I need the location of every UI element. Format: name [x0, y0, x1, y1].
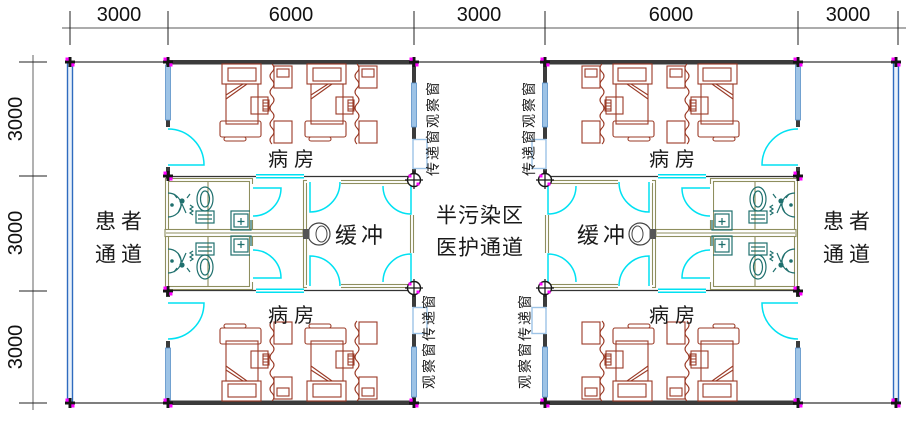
- dim-top-2: 6000: [268, 4, 314, 26]
- semi-contaminated-zone-label-line2: 医护通道: [436, 235, 524, 260]
- wall-annotation-top-right: 传递窗观察窗: [523, 80, 538, 176]
- dim-left-3: 3000: [5, 324, 27, 370]
- wall-annotation-top-left: 传递窗观察窗: [427, 80, 442, 176]
- dim-top-3: 3000: [456, 4, 502, 26]
- buffer-label-right: 缓冲: [576, 223, 630, 248]
- windows: [165, 64, 801, 401]
- horizontal-walls: [72, 60, 894, 405]
- ward-doors: [165, 127, 801, 341]
- ward-label-bottom-right: 病房: [649, 305, 701, 327]
- dim-left-1: 3000: [5, 96, 27, 142]
- dim-top-4: 6000: [648, 4, 694, 26]
- dim-top-5: 3000: [825, 4, 871, 26]
- ward-label-top-left: 病房: [268, 149, 320, 171]
- dim-top-1: 3000: [96, 4, 142, 26]
- ward-label-bottom-left: 病房: [268, 305, 320, 327]
- patient-corridor-label-right-line2: 通道: [823, 242, 875, 267]
- patient-corridor-label-left-line2: 通道: [95, 242, 147, 267]
- wall-annotation-bottom-right: 观察窗传递窗: [519, 293, 534, 389]
- pass-through-windows: [411, 138, 548, 335]
- semi-contaminated-zone-label-line1: 半污染区: [436, 203, 524, 228]
- wall-annotation-bottom-left: 观察窗传递窗: [423, 293, 438, 389]
- patient-corridor-label-right-line1: 患者: [823, 209, 875, 234]
- dimension-lines: [19, 11, 906, 410]
- buffer-label-left: 缓冲: [334, 223, 388, 248]
- bathroom-walls: [164, 177, 799, 291]
- patient-corridor-label-left-line1: 患者: [95, 209, 147, 234]
- dim-left-2: 3000: [5, 210, 27, 256]
- ward-label-top-right: 病房: [649, 149, 701, 171]
